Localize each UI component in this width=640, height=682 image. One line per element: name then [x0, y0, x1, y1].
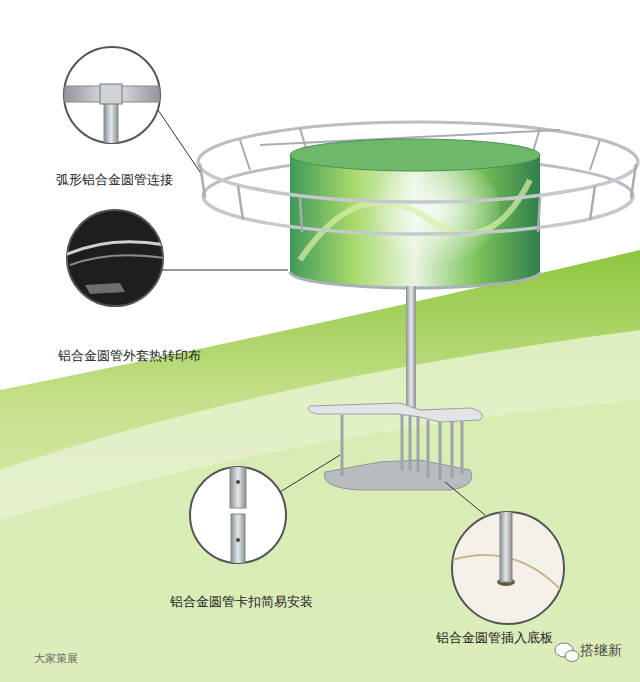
callout-label: 铝合金圆管卡扣简易安装 — [170, 594, 313, 610]
callout-label: 铝合金圆管插入底板 — [436, 630, 553, 646]
callout-label: 铝合金圆管外套热转印布 — [58, 348, 201, 364]
callout-label: 弧形铝合金圆管连接 — [56, 172, 173, 188]
watermark: 大家策展 — [34, 652, 78, 665]
watermark: 搭继新 — [580, 642, 622, 659]
